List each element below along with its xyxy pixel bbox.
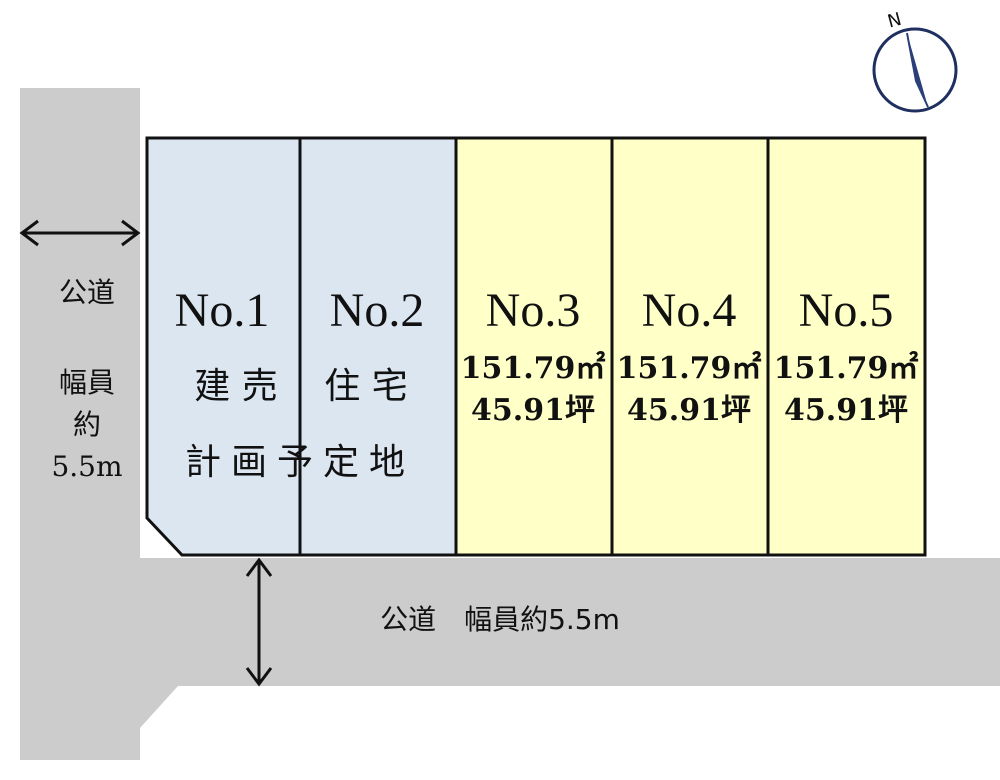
lot-2-note: 住 宅	[324, 366, 407, 407]
north-label: N	[885, 9, 903, 33]
lot-1-note: 建 売	[194, 366, 277, 407]
west-road-width-line-1: 幅員	[59, 366, 115, 399]
west-road-width-line-3: 5.5m	[51, 450, 122, 483]
lot-2-number: No.2	[330, 284, 425, 337]
planned-site-note: 計画予定地	[185, 442, 415, 483]
public-road-west	[20, 88, 140, 760]
lot-4-area-tsubo: 45.91坪	[627, 393, 751, 428]
lot-3-area	[454, 136, 614, 557]
west-road-width-line-2: 約	[73, 408, 101, 441]
lot-5-area	[766, 136, 927, 557]
north-arrow-icon: N	[872, 9, 958, 113]
west-road-width-arrow	[19, 219, 141, 247]
lot-5-area-sqm: 151.79㎡	[774, 351, 919, 386]
public-road-south	[140, 558, 1000, 728]
lot-5-area-tsubo: 45.91坪	[784, 393, 908, 428]
south-road-width-arrow	[245, 557, 273, 687]
lot-4-area	[610, 136, 770, 557]
south-road-label: 公道 幅員約5.5m	[380, 603, 620, 636]
lot-3-area-sqm: 151.79㎡	[461, 351, 606, 386]
lot-1-area	[145, 136, 302, 557]
lot-1-number: No.1	[175, 284, 270, 337]
lot-5-number: No.5	[799, 284, 894, 337]
lot-2-area	[298, 136, 458, 557]
lot-3-number: No.3	[486, 284, 581, 337]
lot-4-number: No.4	[642, 284, 737, 337]
west-road-name: 公道	[59, 276, 115, 309]
lot-3-area-tsubo: 45.91坪	[471, 393, 595, 428]
lot-4-area-sqm: 151.79㎡	[617, 351, 762, 386]
